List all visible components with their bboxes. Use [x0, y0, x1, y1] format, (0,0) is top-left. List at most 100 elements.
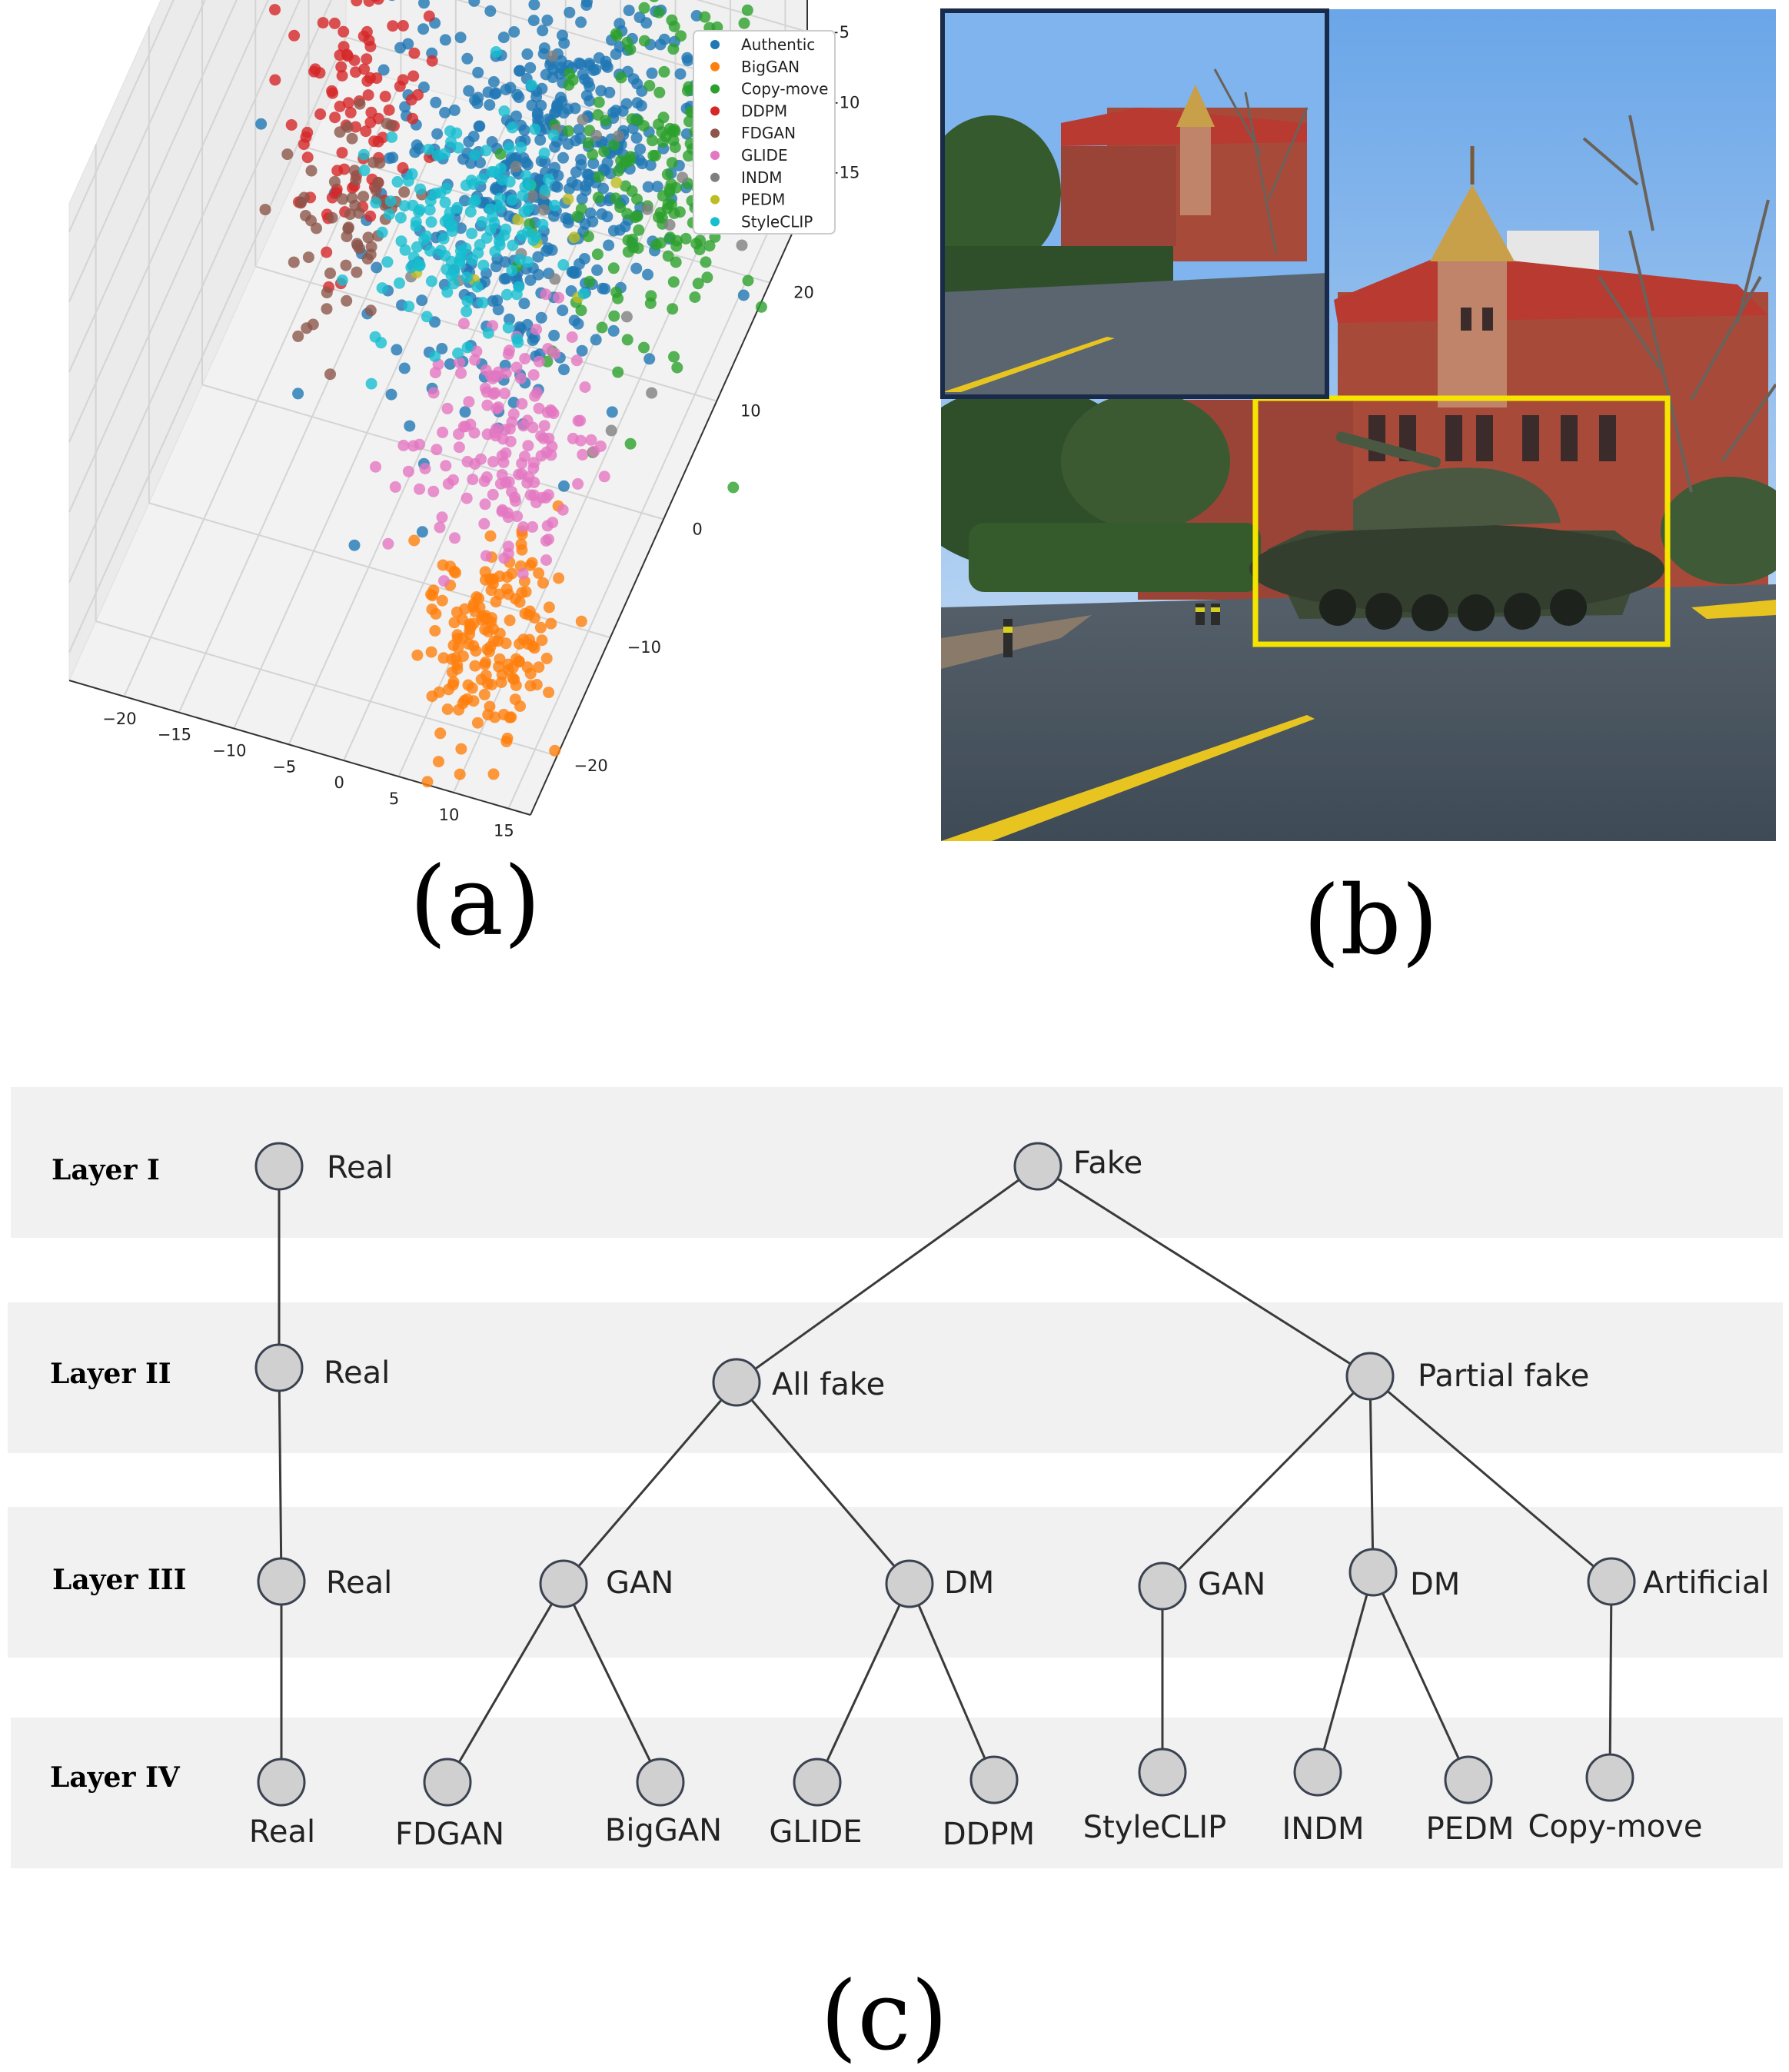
scatter-point-styleclip: [547, 129, 560, 141]
scatter-point-fdgan: [324, 368, 336, 381]
edge-dm1-glide: [816, 1583, 911, 1783]
scatter-point-styleclip: [464, 206, 477, 218]
scatter-point-authentic: [549, 161, 560, 174]
scatter-point-styleclip: [403, 301, 415, 313]
scatter-point-styleclip: [425, 216, 437, 228]
legend-label-copy-move: Copy-move: [741, 80, 828, 98]
scatter-point-ddpm: [350, 121, 362, 133]
scatter-point-biggan: [500, 735, 513, 747]
scatter-point-glide: [517, 567, 529, 580]
scatter-point-authentic: [534, 134, 547, 146]
scatter-point-glide: [397, 439, 410, 451]
scatter-point-styleclip: [543, 173, 555, 185]
scatter-point-authentic: [534, 173, 546, 185]
scatter-point-authentic: [527, 15, 540, 27]
y-tick-label: 0: [692, 520, 702, 538]
edge-dm2-pedm: [1372, 1571, 1470, 1781]
scatter-point-styleclip: [480, 145, 492, 157]
scatter-point-fdgan: [302, 251, 314, 264]
scatter-point-glide: [502, 511, 514, 524]
scatter-point-authentic: [535, 311, 547, 324]
scatter-point-glide: [579, 381, 591, 393]
panel-a-3d-scatter: −20−15−10−5051015−20−1001020−15−10−50510…: [68, 0, 860, 840]
scatter-point-biggan: [458, 694, 471, 707]
scatter-point-styleclip: [500, 223, 512, 235]
scatter-point-styleclip: [477, 297, 489, 309]
node-label-ddpm: DDPM: [943, 1817, 1035, 1852]
scatter-point-styleclip: [506, 121, 518, 134]
scatter-point-copy-move: [647, 135, 658, 147]
grid-line-x: [233, 113, 512, 729]
scatter-point-authentic: [644, 159, 657, 171]
scatter-point-fdgan: [367, 156, 380, 168]
scatter-point-biggan: [492, 635, 504, 647]
scatter-point-glide: [502, 540, 514, 553]
scatter-point-ddpm: [372, 0, 384, 5]
node-gan-all-fake: [539, 1559, 588, 1608]
scatter-point-copy-move: [668, 123, 680, 135]
scatter-point-styleclip: [494, 201, 506, 214]
scatter-point-biggan: [457, 614, 469, 626]
scatter-point-biggan: [457, 650, 469, 663]
scatter-point-authentic: [581, 168, 594, 181]
scatter-point-glide: [496, 450, 508, 462]
scatter-point-styleclip: [539, 185, 551, 196]
scatter-point-glide: [557, 504, 569, 516]
node-copy-move: [1585, 1753, 1634, 1802]
scatter-point-styleclip: [336, 274, 348, 286]
scatter-point-authentic: [646, 67, 658, 79]
scatter-point-copy-move: [608, 310, 620, 322]
scatter-point-biggan: [467, 597, 480, 610]
scatter-point-copy-move: [668, 351, 680, 363]
scatter-point-authentic: [416, 526, 428, 538]
scatter-point-glide: [503, 476, 515, 488]
scatter-point-authentic: [527, 334, 539, 347]
scatter-point-copy-move: [592, 191, 604, 204]
scatter-point-biggan: [455, 743, 467, 755]
scatter-point-glide: [467, 474, 479, 486]
scatter-point-copy-move: [667, 303, 679, 315]
inset-road-line: [943, 337, 1115, 392]
scatter-point-copy-move: [664, 231, 677, 244]
scatter-point-styleclip: [439, 196, 451, 208]
scatter-point-styleclip: [358, 165, 371, 177]
scatter-point-copy-move: [666, 14, 678, 26]
scatter-point-authentic: [436, 343, 448, 354]
scatter-point-copy-move: [607, 262, 620, 274]
scatter-point-copy-move: [644, 298, 657, 309]
scatter-point-copy-move: [631, 193, 643, 205]
scatter-point-authentic: [607, 324, 620, 337]
scatter-point-glide: [499, 424, 511, 436]
scatter-point-copy-move: [703, 240, 716, 252]
scatter-point-ddpm: [341, 50, 354, 62]
scatter-point-biggan: [506, 567, 518, 580]
scatter-point-copy-move: [627, 233, 639, 245]
scatter-point-authentic: [492, 304, 504, 316]
legend-label-fdgan: FDGAN: [741, 124, 796, 142]
scatter-point-ddpm: [361, 25, 373, 38]
scatter-point-biggan: [575, 615, 587, 627]
scatter-point-glide: [419, 463, 431, 474]
cone-stripes: [1003, 607, 1220, 633]
scatter-point-styleclip: [500, 288, 513, 301]
scatter-point-ddpm: [338, 163, 351, 175]
inset-tree: [943, 115, 1061, 269]
scatter-point-fdgan: [354, 98, 366, 110]
scatter-point-glide: [498, 552, 510, 564]
scatter-point-ddpm: [426, 55, 438, 67]
scatter-point-styleclip: [410, 216, 422, 228]
scatter-point-styleclip: [424, 195, 437, 207]
scatter-point-glide: [463, 396, 475, 408]
scatter-point-authentic: [489, 183, 501, 195]
scatter-point-styleclip: [515, 141, 527, 154]
scatter-point-glide: [457, 421, 470, 433]
scatter-point-copy-move: [582, 137, 594, 149]
scatter-point-ddpm: [364, 41, 377, 52]
scatter-point-styleclip: [518, 206, 530, 218]
scatter-point-ddpm: [363, 0, 375, 7]
panel-b-inset-original: [940, 8, 1329, 399]
scatter-point-styleclip: [424, 244, 436, 257]
scatter-point-copy-move: [667, 276, 680, 288]
scatter-point-styleclip: [365, 377, 377, 390]
legend-label-authentic: Authentic: [741, 35, 815, 54]
